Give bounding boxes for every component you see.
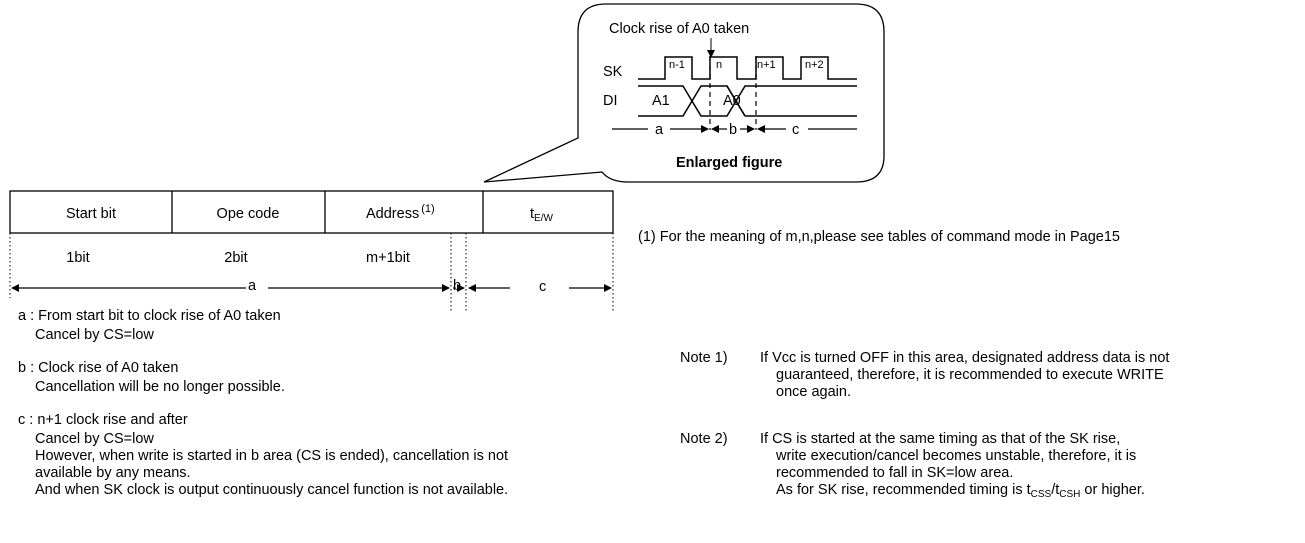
area-c-line: And when SK clock is output continuously… — [35, 482, 508, 498]
di-a1-label: A1 — [652, 93, 670, 109]
note-2-label: Note 2) — [680, 431, 728, 447]
note-1-line: guaranteed, therefore, it is recommended… — [776, 367, 1164, 383]
seg-b-label: b — [729, 122, 737, 138]
seg-c-label: c — [792, 122, 799, 138]
enlarged-callout: Clock rise of A0 taken SK DI n-1 n n+1 n… — [483, 3, 885, 183]
pulse-label: n — [716, 59, 722, 71]
cell-tew: tE/W — [530, 206, 553, 224]
sk-label: SK — [603, 64, 623, 80]
area-c-line: However, when write is started in b area… — [35, 448, 508, 464]
cell-start-bit: Start bit — [66, 206, 116, 222]
clock-rise-caption: Clock rise of A0 taken — [609, 21, 749, 37]
pulse-label: n-1 — [669, 59, 685, 71]
note-1-line: If Vcc is turned OFF in this area, desig… — [760, 350, 1169, 366]
note-2-line: As for SK rise, recommended timing is tC… — [776, 482, 1145, 500]
pulse-label: n+1 — [757, 59, 776, 71]
bits-address: m+1bit — [366, 250, 410, 266]
area-b-line: Cancellation will be no longer possible. — [35, 379, 285, 395]
callout-bubble — [483, 3, 885, 183]
bits-start: 1bit — [66, 250, 89, 266]
address-footnote-mark: (1) — [421, 203, 434, 215]
pulse-label: n+2 — [805, 59, 824, 71]
enlarged-figure-caption: Enlarged figure — [676, 155, 782, 171]
di-a0-end — [726, 85, 746, 117]
command-frame: Start bit Ope code Address(1) tE/W 1bit … — [9, 190, 614, 312]
notes: Note 1) If Vcc is turned OFF in this are… — [680, 350, 1169, 500]
area-c-title: c : n+1 clock rise and after — [18, 412, 188, 428]
range-b-label: b — [453, 278, 461, 294]
area-descriptions: a : From start bit to clock rise of A0 t… — [18, 308, 508, 498]
di-label: DI — [603, 93, 618, 109]
area-c-line: Cancel by CS=low — [35, 431, 154, 447]
note-2-line: If CS is started at the same timing as t… — [760, 431, 1120, 447]
area-c-line: available by any means. — [35, 465, 191, 481]
note-1-line: once again. — [776, 384, 851, 400]
range-c-label: c — [539, 279, 546, 295]
cell-ope-code: Ope code — [217, 206, 280, 222]
note-1-label: Note 1) — [680, 350, 728, 366]
footnote-command-mode: (1) For the meaning of m,n,please see ta… — [638, 229, 1120, 245]
range-a-label: a — [248, 278, 257, 294]
area-b-title: b : Clock rise of A0 taken — [18, 360, 178, 376]
area-a-title: a : From start bit to clock rise of A0 t… — [18, 308, 281, 324]
sk-waveform — [638, 56, 857, 80]
note-2-line: recommended to fall in SK=low area. — [776, 465, 1013, 481]
frame-box — [9, 190, 614, 234]
area-a-line: Cancel by CS=low — [35, 327, 154, 343]
seg-a-label: a — [655, 122, 664, 138]
bits-opcode: 2bit — [224, 250, 247, 266]
cell-address: Address(1) — [366, 203, 435, 222]
note-2-line: write execution/cancel becomes unstable,… — [775, 448, 1136, 464]
di-a0-label: A0 — [723, 93, 741, 109]
